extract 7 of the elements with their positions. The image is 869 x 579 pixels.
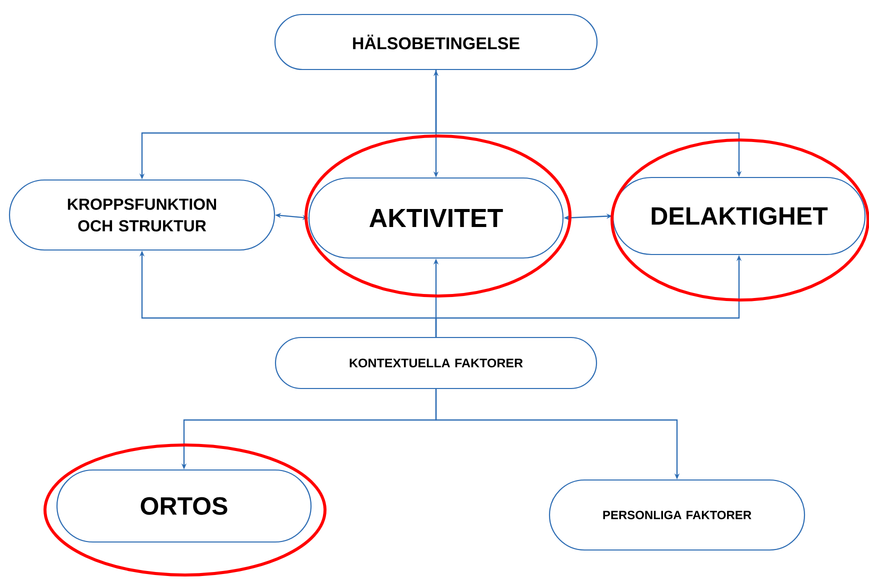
rounded-box: DELAKTIGHET [612, 176, 866, 256]
rounded-box: PERSONLIGA FAKTORER [548, 479, 806, 551]
rounded-box: KONTEXTUELLA FAKTORER [274, 336, 598, 390]
rounded-box: KROPPSFUNKTION OCH STRUKTUR [8, 179, 276, 251]
rounded-box: ORTOS [56, 469, 312, 543]
rounded-box: AKTIVITET [308, 177, 564, 259]
rounded-box: HÄLSOBETINGELSE [274, 14, 598, 70]
